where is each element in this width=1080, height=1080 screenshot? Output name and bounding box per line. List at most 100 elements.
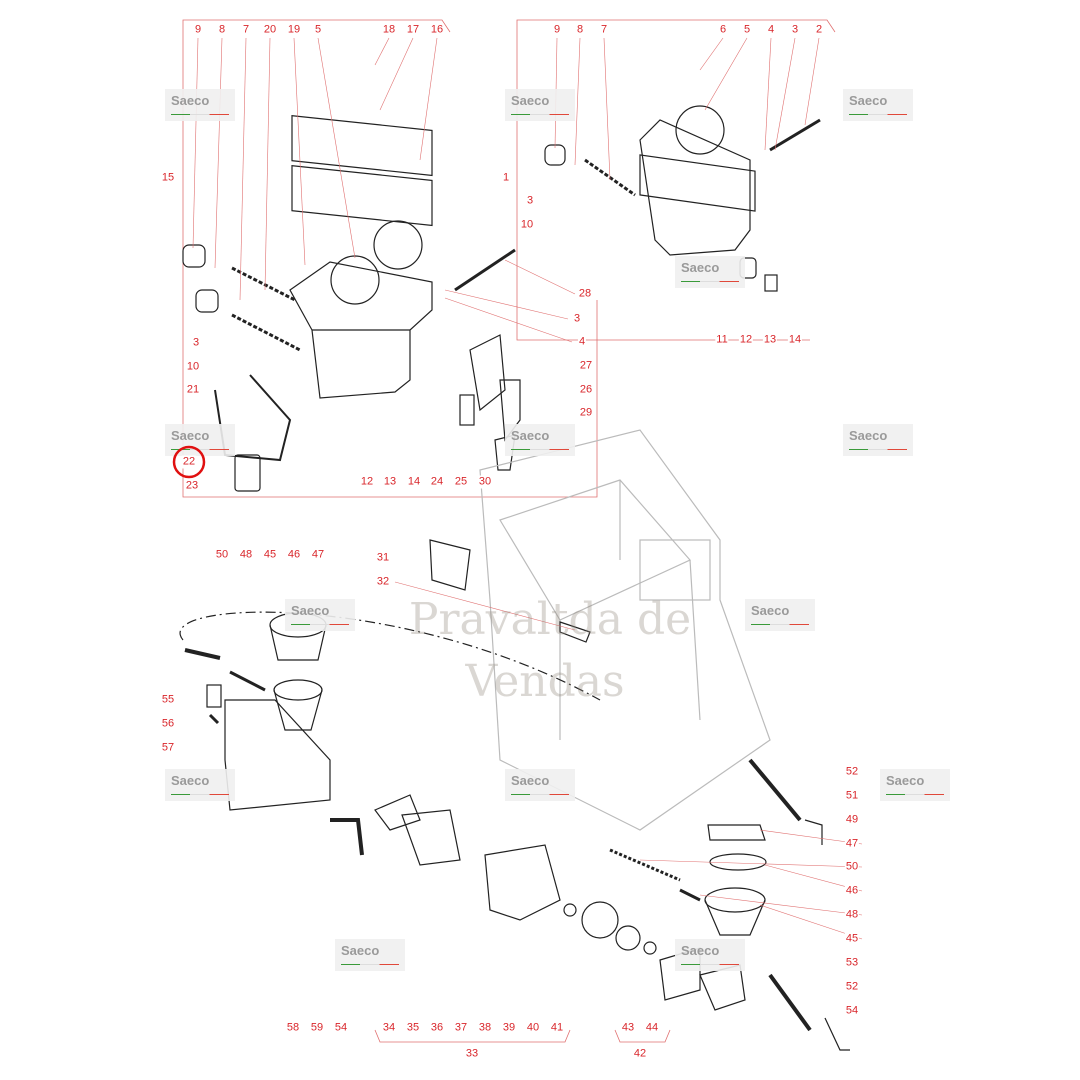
callout-top-left[interactable]: 12 [359,475,375,489]
saeco-logo: Saeco [675,939,745,971]
machine-frame [479,429,771,831]
flag-stripe [886,794,944,795]
callout-top-left[interactable]: 9 [193,23,203,37]
callout-top-left[interactable]: 22 [181,455,197,469]
callout-top-right[interactable]: 3 [525,194,535,208]
saeco-logo-text: Saeco [681,943,720,958]
saeco-logo: Saeco [843,89,913,121]
callout-bottom-right[interactable]: 54 [844,1004,860,1018]
callout-bottom-right[interactable]: 53 [844,956,860,970]
callout-top-left[interactable]: 14 [406,475,422,489]
callout-middle[interactable]: 32 [375,575,391,589]
callout-top-left[interactable]: 27 [578,359,594,373]
saeco-logo: Saeco [335,939,405,971]
saeco-logo: Saeco [505,424,575,456]
callout-bottom-left[interactable]: 43 [620,1021,636,1035]
callout-top-left[interactable]: 4 [577,335,587,349]
callout-bottom-left[interactable]: 48 [238,548,254,562]
callout-top-right[interactable]: 12 [738,333,754,347]
callout-top-right[interactable]: 7 [599,23,609,37]
callout-bottom-left[interactable]: 47 [310,548,326,562]
callout-bottom-right[interactable]: 49 [844,813,860,827]
callout-top-left[interactable]: 17 [405,23,421,37]
callout-top-left[interactable]: 25 [453,475,469,489]
callout-bottom-right[interactable]: 48 [844,908,860,922]
saeco-logo-text: Saeco [681,260,720,275]
callout-bottom-left[interactable]: 39 [501,1021,517,1035]
callout-top-left[interactable]: 15 [160,171,176,185]
callout-top-left[interactable]: 20 [262,23,278,37]
callout-bottom-left[interactable]: 54 [333,1021,349,1035]
callout-top-left[interactable]: 18 [381,23,397,37]
callout-bottom-left[interactable]: 55 [160,693,176,707]
callout-bottom-left[interactable]: 34 [381,1021,397,1035]
saeco-logo: Saeco [165,769,235,801]
callout-top-left[interactable]: 29 [578,406,594,420]
callout-top-left[interactable]: 28 [577,287,593,301]
callout-top-left[interactable]: 16 [429,23,445,37]
callout-top-right[interactable]: 2 [814,23,824,37]
saeco-logo-text: Saeco [171,773,210,788]
callout-bottom-left[interactable]: 35 [405,1021,421,1035]
callout-top-left[interactable]: 3 [191,336,201,350]
callout-top-left[interactable]: 7 [241,23,251,37]
flag-stripe [291,624,349,625]
callout-top-right[interactable]: 13 [762,333,778,347]
motor-31 [429,539,471,591]
callout-top-right[interactable]: 9 [552,23,562,37]
callout-top-left[interactable]: 10 [185,360,201,374]
callout-bottom-right[interactable]: 51 [844,789,860,803]
callout-top-right[interactable]: 4 [766,23,776,37]
flag-stripe [849,114,907,115]
flag-stripe [511,794,569,795]
callout-bottom-right[interactable]: 45 [844,932,860,946]
callout-bottom-left[interactable]: 33 [464,1047,480,1061]
callout-top-left[interactable]: 8 [217,23,227,37]
saeco-logo: Saeco [843,424,913,456]
callout-bottom-left[interactable]: 36 [429,1021,445,1035]
callout-bottom-left[interactable]: 46 [286,548,302,562]
flag-stripe [171,449,229,450]
callout-bottom-left[interactable]: 56 [160,717,176,731]
callout-top-left[interactable]: 3 [572,312,582,326]
callout-bottom-right[interactable]: 50 [844,860,860,874]
callout-top-left[interactable]: 5 [313,23,323,37]
callout-bottom-left[interactable]: 59 [309,1021,325,1035]
callout-bottom-right[interactable]: 47 [844,837,860,851]
callout-bottom-left[interactable]: 40 [525,1021,541,1035]
flag-stripe [341,964,399,965]
flag-stripe [511,114,569,115]
leader-lines [192,37,863,940]
callout-bottom-left[interactable]: 38 [477,1021,493,1035]
callout-top-right[interactable]: 6 [718,23,728,37]
callout-bottom-left[interactable]: 45 [262,548,278,562]
callout-top-left[interactable]: 13 [382,475,398,489]
callout-top-right[interactable]: 11 [715,333,729,347]
callout-top-right[interactable]: 10 [519,218,535,232]
callout-bottom-left[interactable]: 50 [214,548,230,562]
callout-bottom-right[interactable]: 46 [844,884,860,898]
callout-bottom-left[interactable]: 41 [549,1021,565,1035]
flag-stripe [751,624,809,625]
callout-top-right[interactable]: 5 [742,23,752,37]
callout-bottom-left[interactable]: 57 [160,741,176,755]
callout-top-left[interactable]: 30 [477,475,493,489]
callout-top-right[interactable]: 14 [787,333,803,347]
callout-bottom-left[interactable]: 58 [285,1021,301,1035]
callout-top-left[interactable]: 24 [429,475,445,489]
callout-top-left[interactable]: 19 [286,23,302,37]
top-left-hopper [182,115,521,492]
callout-top-right[interactable]: 3 [790,23,800,37]
callout-top-left[interactable]: 26 [578,383,594,397]
callout-bottom-right[interactable]: 52 [844,980,860,994]
callout-bottom-left[interactable]: 44 [644,1021,660,1035]
callout-middle[interactable]: 31 [375,551,391,565]
callout-bottom-left[interactable]: 42 [632,1047,648,1061]
callout-bottom-right[interactable]: 52 [844,765,860,779]
callout-top-left[interactable]: 21 [185,383,201,397]
callout-top-right[interactable]: 1 [501,171,511,185]
callout-top-left[interactable]: 23 [184,479,200,493]
callout-top-right[interactable]: 8 [575,23,585,37]
callout-bottom-left[interactable]: 37 [453,1021,469,1035]
